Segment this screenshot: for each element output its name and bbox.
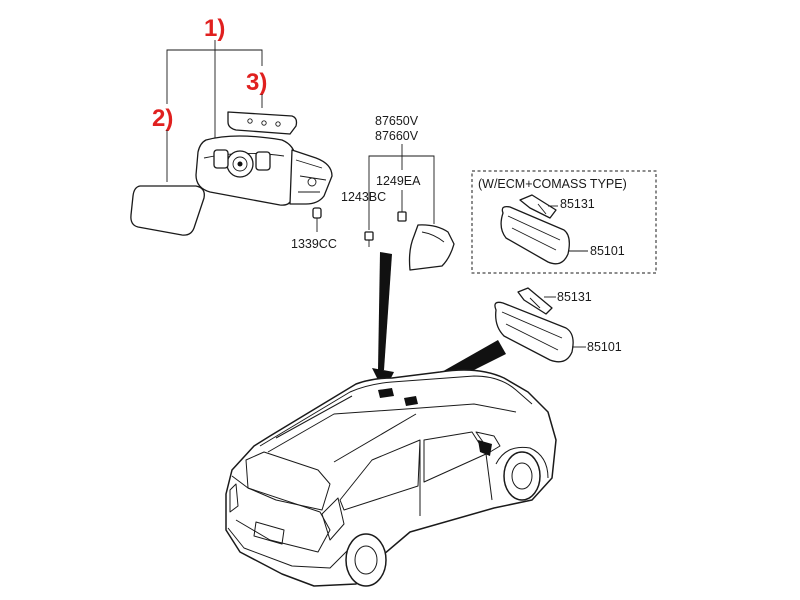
ecm-bracket xyxy=(519,194,557,219)
label-std-85101: 85101 xyxy=(587,340,622,354)
callout-bracket xyxy=(166,40,263,182)
inside-mirror-cover xyxy=(408,224,455,271)
label-1339cc: 1339CC xyxy=(291,237,337,251)
suv-illustration xyxy=(225,369,557,587)
callout-1: 1) xyxy=(204,15,225,42)
mirror-glass xyxy=(130,185,205,236)
std-inside-mirror xyxy=(494,301,574,363)
mirror-cover xyxy=(227,111,298,135)
ecm-box-title: (W/ECM+COMASS TYPE) xyxy=(478,177,627,191)
outside-mirror-assembly xyxy=(195,135,333,206)
label-87650v: 87650V xyxy=(375,114,419,128)
label-ecm-85101: 85101 xyxy=(590,244,625,258)
label-1249ea: 1249EA xyxy=(376,174,421,188)
callout-3: 3) xyxy=(246,69,267,96)
std-bracket xyxy=(517,287,553,315)
screw-1249ea xyxy=(397,190,407,222)
label-ecm-85131: 85131 xyxy=(560,197,595,211)
ecm-mirror xyxy=(500,205,570,265)
label-std-85131: 85131 xyxy=(557,290,592,304)
cover-leader xyxy=(368,144,435,230)
clip-1339cc xyxy=(312,207,322,232)
label-87660v: 87660V xyxy=(375,129,419,143)
screw-1243bc xyxy=(364,231,374,247)
callout-2: 2) xyxy=(152,105,173,132)
label-1243bc: 1243BC xyxy=(341,190,386,204)
